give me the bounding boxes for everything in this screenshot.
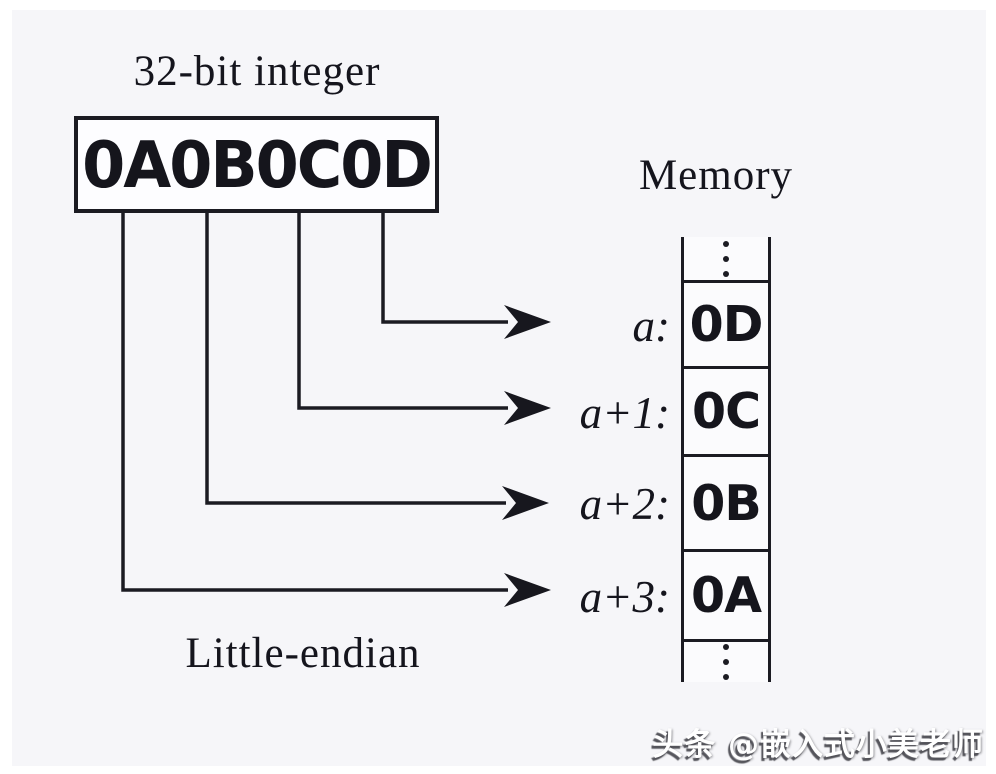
memory-label: Memory	[638, 152, 794, 199]
connector-byte-0D	[381, 213, 551, 339]
connector-byte-0A	[121, 213, 551, 607]
ellipsis-bottom-icon	[684, 642, 768, 682]
address-label-a2: a+2:	[579, 479, 670, 529]
address-label-a: a:	[632, 301, 671, 351]
memory-cell-a: 0D	[684, 283, 768, 369]
integer-box: 0A0B0C0D	[74, 116, 439, 213]
address-label-a3: a+3:	[579, 572, 670, 622]
memory-column: 0D 0C 0B 0A	[681, 237, 771, 682]
memory-value: 0B	[691, 474, 761, 532]
memory-cell-a3: 0A	[684, 552, 768, 642]
endianness-label: Little-endian	[185, 630, 421, 677]
integer-value: 0A0B0C0D	[82, 126, 433, 203]
connector-byte-0B	[205, 213, 549, 520]
memory-cell-a1: 0C	[684, 369, 768, 457]
memory-value: 0C	[691, 383, 761, 440]
memory-value: 0A	[690, 567, 762, 624]
ellipsis-top-icon	[684, 237, 768, 283]
memory-value: 0D	[689, 296, 764, 353]
connector-byte-0C	[297, 213, 551, 425]
memory-cell-a2: 0B	[684, 457, 768, 552]
integer-label: 32-bit integer	[133, 48, 381, 95]
watermark: 头条 @嵌入式小美老师	[652, 727, 984, 763]
address-label-a1: a+1:	[579, 388, 670, 438]
